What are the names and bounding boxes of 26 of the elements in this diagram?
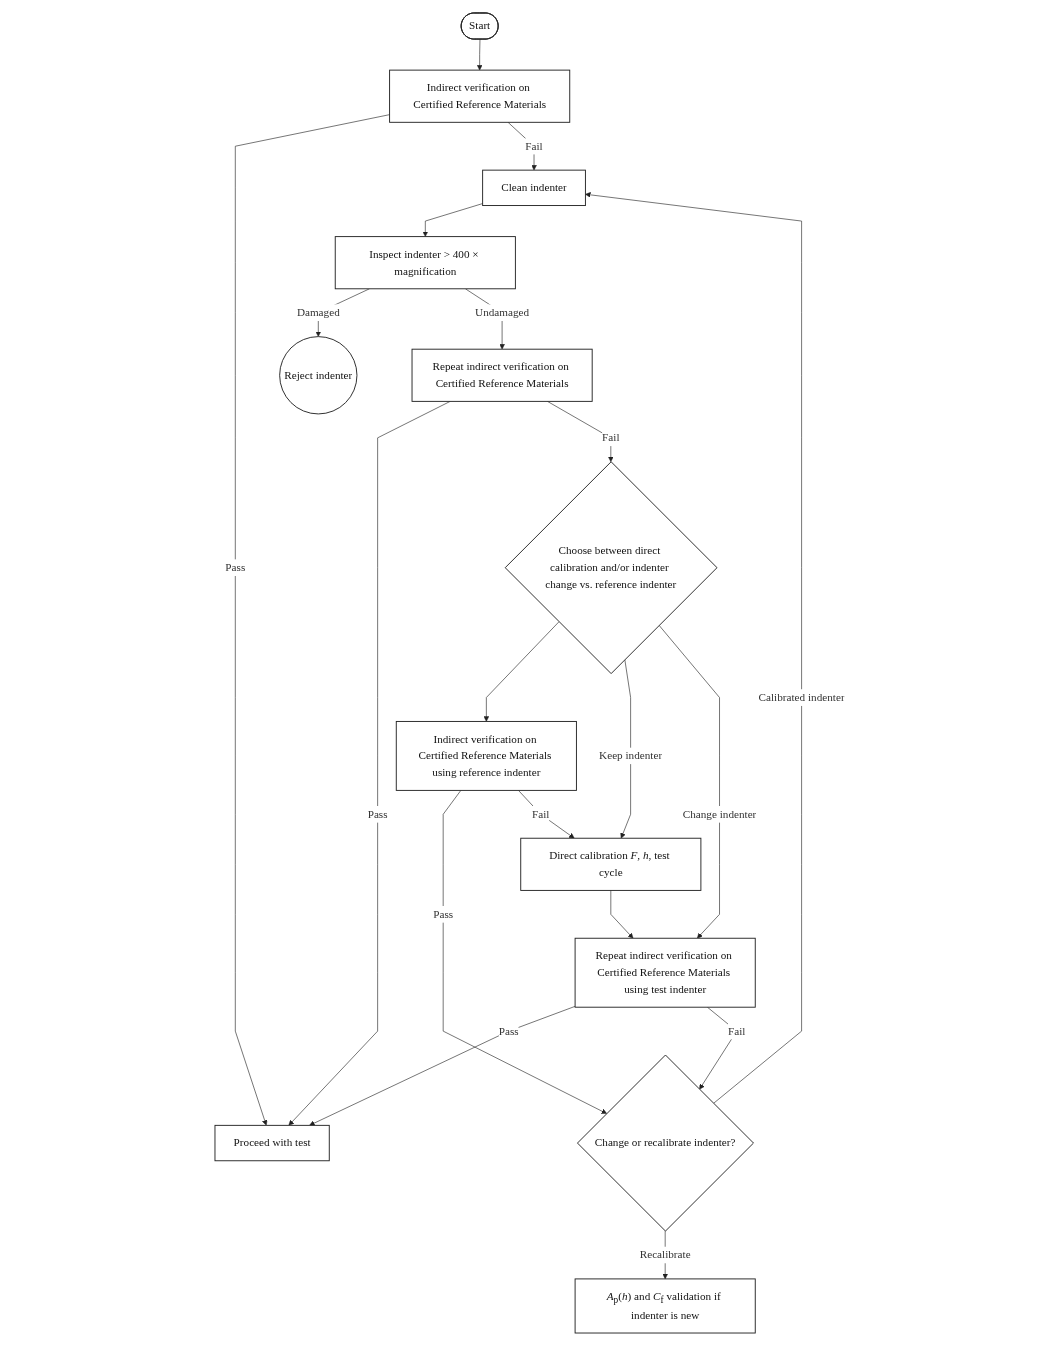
edge-label: Pass bbox=[367, 807, 388, 821]
edge-label: Undamaged bbox=[475, 306, 530, 319]
edge-label: Fail bbox=[728, 1024, 746, 1038]
node-box: Indirect verification on Certified Reference Materials bbox=[389, 69, 571, 123]
node-box: Repeat indirect verification on Certified Reference Materials bbox=[411, 348, 593, 402]
node-box: A$_{p}$(h) and C$_{f}$ validation if indenter is new bbox=[574, 1278, 756, 1334]
node-box: Proceed with test bbox=[214, 1124, 330, 1162]
edge-label: Pass bbox=[225, 561, 246, 574]
edge-label: Pass bbox=[433, 907, 454, 921]
edge-label: Recalibrate bbox=[639, 1248, 691, 1261]
edge-label: Calibrated indenter bbox=[758, 691, 845, 704]
edge-label: Fail bbox=[525, 139, 543, 153]
edge-label: Fail bbox=[532, 807, 550, 821]
edge-label: Change indenter bbox=[682, 807, 757, 821]
node-diamond: Choose between direct calibration and/or indenter change vs. reference indenter bbox=[504, 461, 718, 675]
node-box: Inspect indenter > 400 × magnification bbox=[334, 236, 517, 290]
node-box: Repeat indirect verification on Certified Reference Materials using test indenter bbox=[574, 937, 756, 1008]
edge-label: Keep indenter bbox=[599, 749, 663, 762]
node-diamond: Change or recalibrate indenter? bbox=[577, 1054, 755, 1232]
edge-label: Damaged bbox=[297, 306, 340, 319]
node-box: Indirect verification on Certified Reference Materials using reference indenter bbox=[396, 720, 578, 791]
edge-label: Fail bbox=[602, 431, 620, 444]
node-circle: Reject indenter bbox=[279, 336, 358, 415]
node-box: Clean indenter bbox=[482, 169, 587, 206]
edge-label: Pass bbox=[498, 1024, 519, 1038]
node-box: Direct calibration F, h, test cycle bbox=[520, 837, 702, 891]
